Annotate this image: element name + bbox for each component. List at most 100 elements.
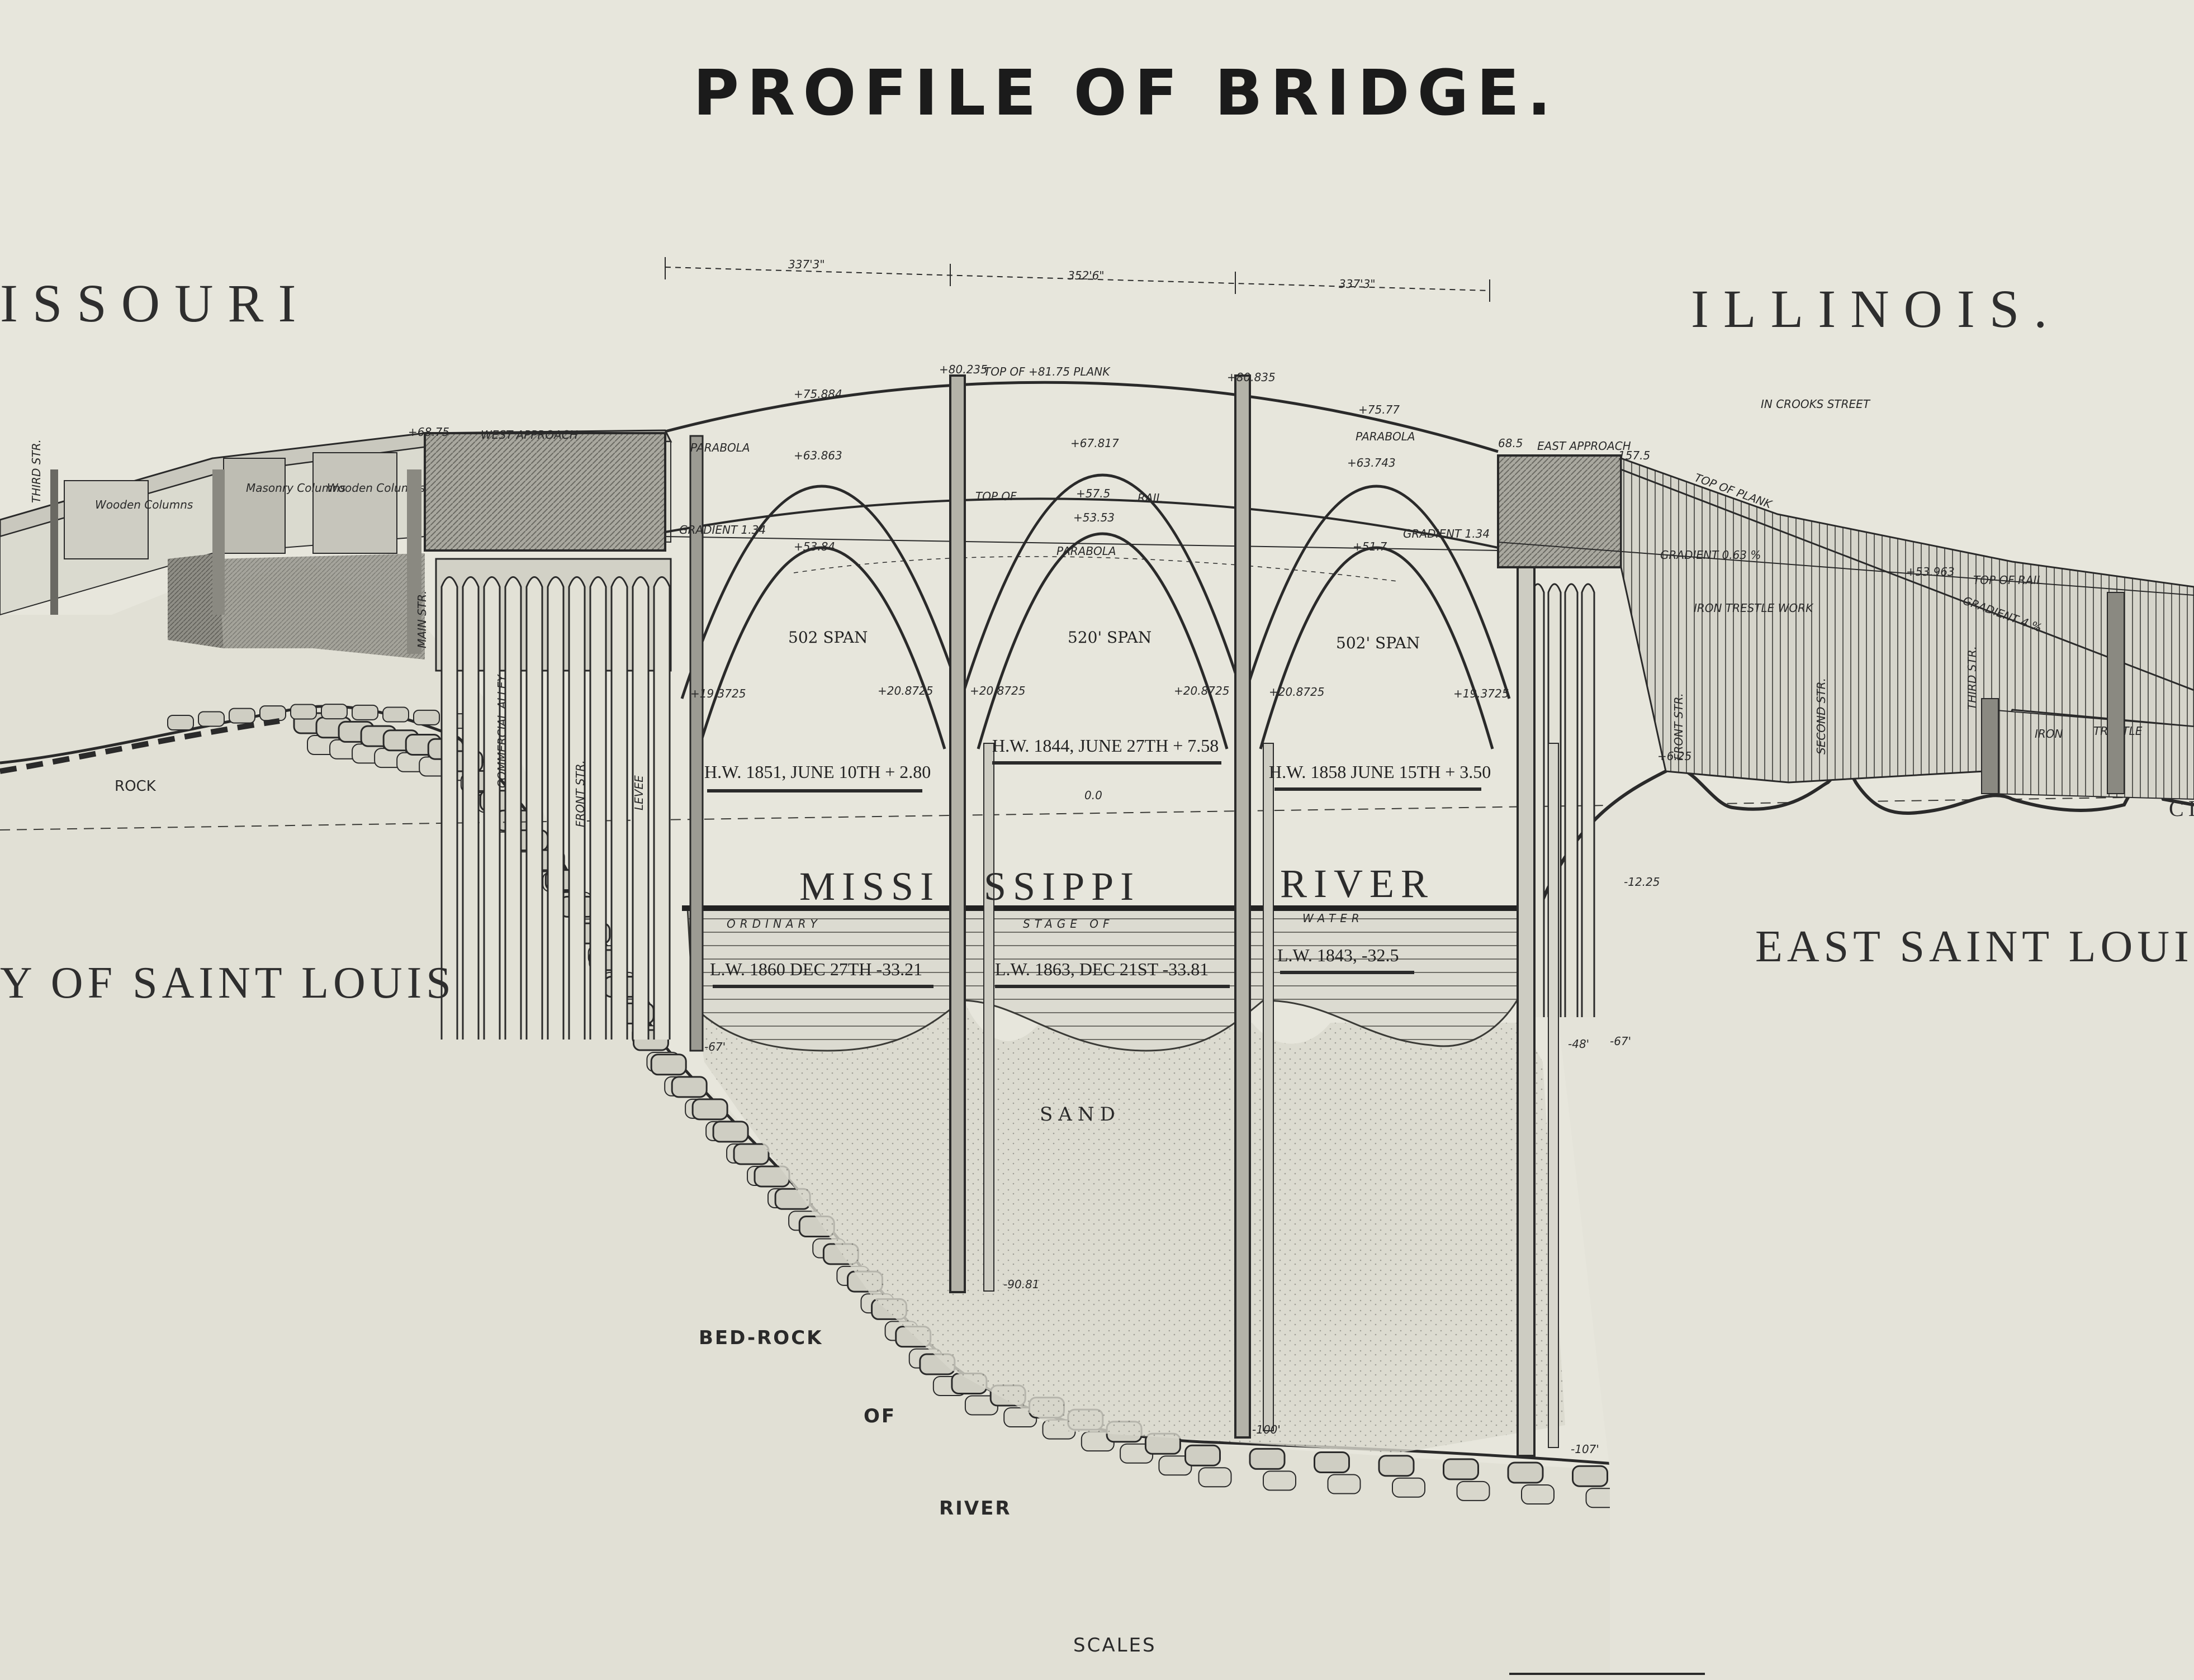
dimension-label: 352'6" — [1068, 269, 1105, 282]
bedrock-stone — [1507, 1461, 1544, 1484]
parabola-label: PARABOLA — [1356, 430, 1415, 443]
arch-rib-lower — [697, 546, 946, 749]
elevation-label: +53.84 — [794, 540, 835, 553]
gradient-line — [665, 536, 1499, 551]
gradient-right-label: GRADIENT 0.63 % — [1660, 548, 1761, 562]
river-name-part-1: MISSI — [799, 864, 940, 909]
state-illinois: ILLINOIS. — [1691, 279, 2062, 339]
commercial-alley-label: COMMERCIAL ALLEY — [495, 674, 509, 788]
elevation-label: +19.3725 — [1453, 687, 1509, 700]
low-water-1863: L.W. 1863, DEC 21ST -33.81 — [995, 959, 1209, 979]
low-water-notes: L.W. 1860 DEC 27TH -33.21 L.W. 1863, DEC… — [710, 945, 1414, 988]
elevation-label: +68.75 — [408, 425, 449, 439]
elevation-label: +80.835 — [1227, 371, 1276, 384]
arch-rib-upper — [1242, 485, 1511, 699]
bedrock-stone — [1443, 1458, 1479, 1480]
river-piers — [689, 374, 1559, 1457]
illinois-bank — [1543, 767, 2194, 1680]
levee-column — [462, 576, 480, 1040]
dimension-label: 337'3" — [788, 258, 825, 271]
span-label-center: 520' SPAN — [1068, 628, 1152, 647]
bedrock-label: BED-ROCK — [699, 1327, 823, 1349]
missouri-bank — [0, 564, 1610, 1680]
elevation-label: +75.77 — [1358, 403, 1400, 416]
street-label: IN CROOKS STREET — [1761, 397, 1871, 411]
river-name-part-2: SSIPPI — [984, 864, 1140, 909]
levee-column — [525, 576, 543, 1040]
levee-column — [547, 576, 565, 1040]
span-label-west: 502 SPAN — [788, 628, 868, 647]
rock-stone — [259, 705, 286, 722]
top-of-rail-right: TOP OF RAIL — [1973, 573, 2043, 587]
bedrock-stone — [650, 1053, 687, 1076]
rock-stone — [198, 711, 225, 727]
span-label-east: 502' SPAN — [1336, 634, 1420, 652]
high-water-notes: H.W. 1851, JUNE 10TH + 2.80 H.W. 1844, J… — [704, 735, 1491, 792]
levee-column — [440, 576, 458, 1040]
bedrock-stone — [1263, 1470, 1296, 1491]
bedrock-stone — [1392, 1477, 1425, 1498]
gradient-mid-label: GRADIENT 1.34 — [1403, 527, 1490, 540]
levee-column — [589, 576, 607, 1040]
scales-label: SCALES — [1073, 1634, 1157, 1657]
ordinary-stage-label: STAGE OF — [1023, 917, 1114, 931]
elevation-label: +63.863 — [794, 449, 842, 462]
elevation-label: +75.884 — [794, 387, 842, 401]
levee-column — [653, 576, 671, 1040]
abutment-column — [1564, 583, 1579, 1017]
elevation-label: -67' — [1610, 1034, 1631, 1048]
elevation-label: -100' — [1252, 1423, 1281, 1436]
arch-rib-lower — [1259, 546, 1494, 749]
elevation-label: +80.235 — [939, 363, 988, 376]
rock-stone — [413, 709, 440, 725]
low-water-1843: L.W. 1843, -32.5 — [1277, 945, 1399, 965]
sand-label: SAND — [1040, 1103, 1121, 1126]
span-dimension-line: 337'3" 352'6" 337'3" — [665, 257, 1490, 302]
rock-stone — [167, 715, 194, 730]
rock-stone — [229, 708, 255, 724]
elevation-label: +57.5 — [1076, 487, 1110, 500]
elevation-label: +20.8725 — [970, 684, 1025, 697]
elevation-label: +19.3725 — [690, 687, 746, 700]
bedrock-stone — [1327, 1474, 1361, 1494]
bedrock-stone — [1198, 1467, 1232, 1488]
high-water-1851: H.W. 1851, JUNE 10TH + 2.80 — [704, 762, 931, 782]
elevation-marks: +80.235 +80.835 +75.884 +75.77 +67.817 +… — [408, 363, 1955, 1456]
elevation-label: -90.81 — [1003, 1278, 1039, 1291]
west-approach-label: WEST APPROACH — [481, 428, 578, 442]
west-abutment-pier — [689, 435, 704, 1052]
bedrock-stone — [671, 1076, 708, 1098]
bedrock-stone — [712, 1121, 749, 1143]
wooden-columns-label: Wooden Columns — [95, 498, 193, 511]
rock-stone — [382, 706, 409, 723]
masonry-columns-label: Masonry Columns — [246, 481, 345, 495]
elevation-label: -107' — [1571, 1442, 1599, 1456]
east-abutment-pier — [1517, 566, 1536, 1457]
abutment-column — [1581, 583, 1595, 1017]
elevation-label: -12.25 — [1624, 875, 1660, 889]
plate-title: PROFILE OF BRIDGE. — [693, 57, 1559, 130]
elevation-label: +63.743 — [1347, 456, 1396, 469]
elevation-label: +20.8725 — [1269, 685, 1324, 699]
dimension-label: 337'3" — [1339, 277, 1376, 291]
levee-column — [504, 576, 522, 1040]
elevation-label: -67' — [704, 1040, 726, 1053]
bedrock-stone — [1456, 1480, 1490, 1501]
elevation-label: -48' — [1568, 1037, 1589, 1051]
elevation-label: +53.963 — [1906, 565, 1955, 578]
east-approach-label: EAST APPROACH — [1537, 439, 1631, 453]
high-water-1858: H.W. 1858 JUNE 15TH + 3.50 — [1269, 762, 1491, 782]
west-abutment — [424, 432, 666, 552]
main-str-label: MAIN STR. — [415, 591, 429, 648]
city-east-saint-louis: EAST SAINT LOUIS — [1755, 922, 2194, 971]
elevation-label: 68.5 — [1498, 436, 1523, 450]
elevation-label: 0.0 — [1084, 789, 1102, 802]
bedrock-stone — [1249, 1448, 1286, 1470]
bedrock-stone — [691, 1098, 728, 1121]
gradient-line-right — [1620, 468, 2194, 691]
rock-stone — [352, 704, 378, 720]
levee-label: LEVEE — [632, 775, 646, 810]
state-missouri: ISSOURI — [0, 273, 310, 333]
third-str-label: THIRD STR. — [30, 439, 43, 503]
bedrock-stone — [1521, 1484, 1555, 1505]
